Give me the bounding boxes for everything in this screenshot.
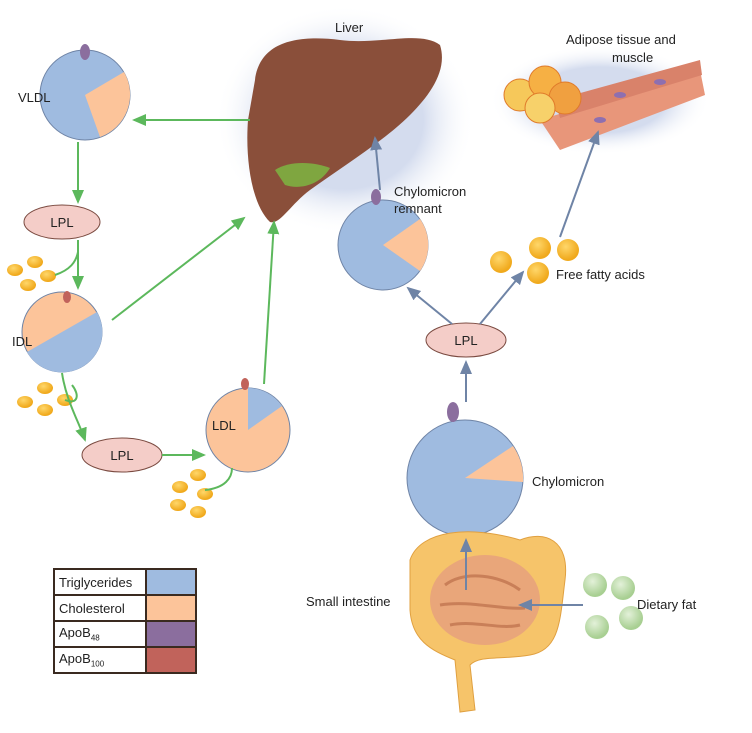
lpl-label: LPL xyxy=(454,333,477,348)
apob48-marker xyxy=(371,189,381,205)
legend: Triglycerides Cholesterol ApoB48 ApoB100 xyxy=(53,568,197,674)
idl-label: IDL xyxy=(12,334,32,349)
legend-row-triglycerides: Triglycerides xyxy=(53,568,197,596)
lpl-enzyme-1: LPL xyxy=(23,204,101,240)
legend-label: Triglycerides xyxy=(53,568,147,596)
vldl-particle xyxy=(39,44,131,141)
intestinal-pathway-arrows xyxy=(370,130,600,611)
ldl-particle xyxy=(205,378,291,473)
idl-particle xyxy=(21,291,103,373)
adipose-label-1: Adipose tissue and xyxy=(566,32,676,47)
small-intestine xyxy=(409,531,567,713)
liver xyxy=(215,5,475,235)
chylomicron-remnant-particle xyxy=(337,189,429,291)
chylomicron-label: Chylomicron xyxy=(532,474,604,489)
lpl-enzyme-3: LPL xyxy=(425,322,507,358)
apob48-marker xyxy=(80,44,90,60)
free-fatty-acids-label: Free fatty acids xyxy=(556,267,645,282)
legend-subscript: 48 xyxy=(90,633,100,643)
legend-swatch-cholesterol xyxy=(145,594,197,622)
liver-pathway-arrows xyxy=(54,114,280,491)
dietary-fat-label: Dietary fat xyxy=(637,597,697,612)
apob100-marker xyxy=(63,291,71,303)
lpl-enzyme-2: LPL xyxy=(81,437,163,473)
small-intestine-label: Small intestine xyxy=(306,594,391,609)
legend-text: Triglycerides xyxy=(59,574,133,590)
adipose-tissue-and-muscle xyxy=(490,45,710,155)
chylomicron-remnant-label-1: Chylomicron xyxy=(394,184,466,199)
apob48-marker xyxy=(447,402,459,422)
legend-swatch-apob100 xyxy=(145,646,197,674)
free-fatty-acid-droplets xyxy=(490,237,579,284)
legend-row-cholesterol: Cholesterol xyxy=(53,594,197,622)
vldl-label: VLDL xyxy=(18,90,51,105)
adipose-label-2: muscle xyxy=(612,50,653,65)
fat-droplets-1 xyxy=(7,256,56,291)
legend-label: ApoB100 xyxy=(53,646,147,674)
ldl-label: LDL xyxy=(212,418,236,433)
fat-droplets-3 xyxy=(170,469,213,518)
legend-swatch-apob48 xyxy=(145,620,197,648)
chylomicron-remnant-label-2: remnant xyxy=(394,201,442,216)
legend-label: ApoB48 xyxy=(53,620,147,648)
legend-text: ApoB xyxy=(59,651,91,667)
liver-label: Liver xyxy=(335,20,364,35)
dietary-fat-droplets xyxy=(583,573,643,639)
legend-row-apob48: ApoB48 xyxy=(53,620,197,648)
legend-subscript: 100 xyxy=(90,659,105,669)
lpl-label: LPL xyxy=(110,448,133,463)
apob100-marker xyxy=(241,378,249,390)
legend-text: ApoB xyxy=(59,625,91,641)
lpl-label: LPL xyxy=(50,215,73,230)
legend-swatch-triglycerides xyxy=(145,568,197,596)
legend-label: Cholesterol xyxy=(53,594,147,622)
legend-text: Cholesterol xyxy=(59,600,125,616)
legend-row-apob100: ApoB100 xyxy=(53,646,197,674)
chylomicron-particle xyxy=(406,402,524,537)
